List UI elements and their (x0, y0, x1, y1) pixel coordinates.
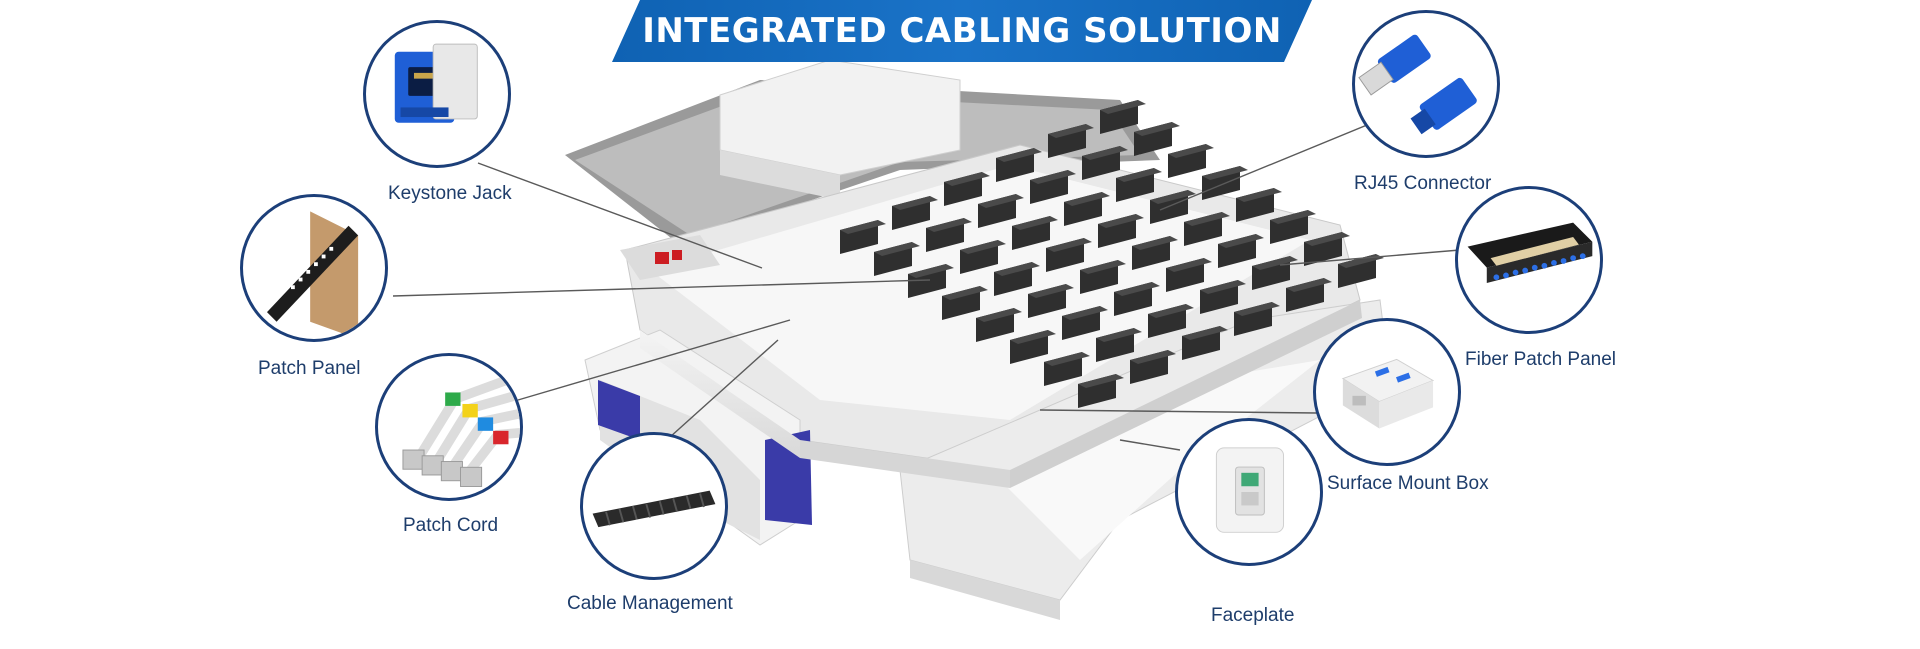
server-rack-top (994, 262, 1040, 276)
server-rack-top (1270, 210, 1316, 224)
server-rack-top (1184, 212, 1230, 226)
server-rack-top (942, 286, 988, 300)
fiber-patch-panel-label: Fiber Patch Panel (1465, 349, 1617, 370)
server-rack-top (996, 148, 1042, 162)
patch-panel-label: Patch Panel (258, 358, 361, 379)
server-rack-top (1012, 216, 1058, 230)
server-rack-top (1098, 214, 1144, 228)
surface-mount-box-label: Surface Mount Box (1327, 473, 1489, 494)
server-rack-top (1010, 330, 1056, 344)
server-rack-top (1134, 122, 1180, 136)
cable-management-label: Cable Management (567, 593, 733, 614)
fiber-patch-panel-icon (1455, 186, 1603, 334)
faceplate-label: Faceplate (1211, 605, 1295, 626)
server-rack-top (1080, 260, 1126, 274)
cable-management-icon (580, 432, 728, 580)
server-rack-top (1082, 146, 1128, 160)
server-rack-top (978, 194, 1024, 208)
server-rack-top (1030, 170, 1076, 184)
patch-cord-icon (375, 353, 523, 501)
server-rack-top (1168, 144, 1214, 158)
server-rack-top (1028, 284, 1074, 298)
server-rack-top (1116, 168, 1162, 182)
server-rack-top (1236, 188, 1282, 202)
server-rack-top (908, 264, 954, 278)
server-rack-top (1166, 258, 1212, 272)
server-rack-top (1044, 352, 1090, 366)
server-rack-top (1150, 190, 1196, 204)
server-rack-top (1286, 278, 1332, 292)
patch-cord-label: Patch Cord (403, 515, 499, 536)
server-rack-top (1114, 282, 1160, 296)
server-rack-top (1078, 374, 1124, 388)
keystone-jack-label: Keystone Jack (388, 183, 512, 204)
server-rack-top (976, 308, 1022, 322)
server-rack-top (1046, 238, 1092, 252)
patch-panel-icon (240, 194, 388, 342)
server-rack-top (874, 242, 920, 256)
server-rack-top (1132, 236, 1178, 250)
rj45-connector-icon (1352, 10, 1500, 158)
server-rack-top (944, 172, 990, 186)
server-rack-top (1064, 192, 1110, 206)
server-rack-top (1252, 256, 1298, 270)
server-rack-top (1048, 124, 1094, 138)
server-rack-top (892, 196, 938, 210)
server-rack-top (1218, 234, 1264, 248)
keystone-jack-icon (363, 20, 511, 168)
rj45-connector-label: RJ45 Connector (1354, 173, 1492, 194)
surface-mount-box-icon (1313, 318, 1461, 466)
server-rack-top (1100, 100, 1146, 114)
server-rack-top (1202, 166, 1248, 180)
server-rack-top (840, 220, 886, 234)
server-rack-top (1182, 326, 1228, 340)
server-rack-top (1148, 304, 1194, 318)
server-rack-top (960, 240, 1006, 254)
server-rack-top (926, 218, 972, 232)
server-rack-top (1304, 232, 1350, 246)
server-rack-top (1130, 350, 1176, 364)
title-banner: INTEGRATED CABLING SOLUTION (612, 0, 1312, 62)
server-rack-top (1096, 328, 1142, 342)
faceplate-icon (1175, 418, 1323, 566)
server-rack-top (1062, 306, 1108, 320)
server-rack-top (1234, 302, 1280, 316)
server-rack-top (1200, 280, 1246, 294)
page-title: INTEGRATED CABLING SOLUTION (642, 11, 1282, 51)
